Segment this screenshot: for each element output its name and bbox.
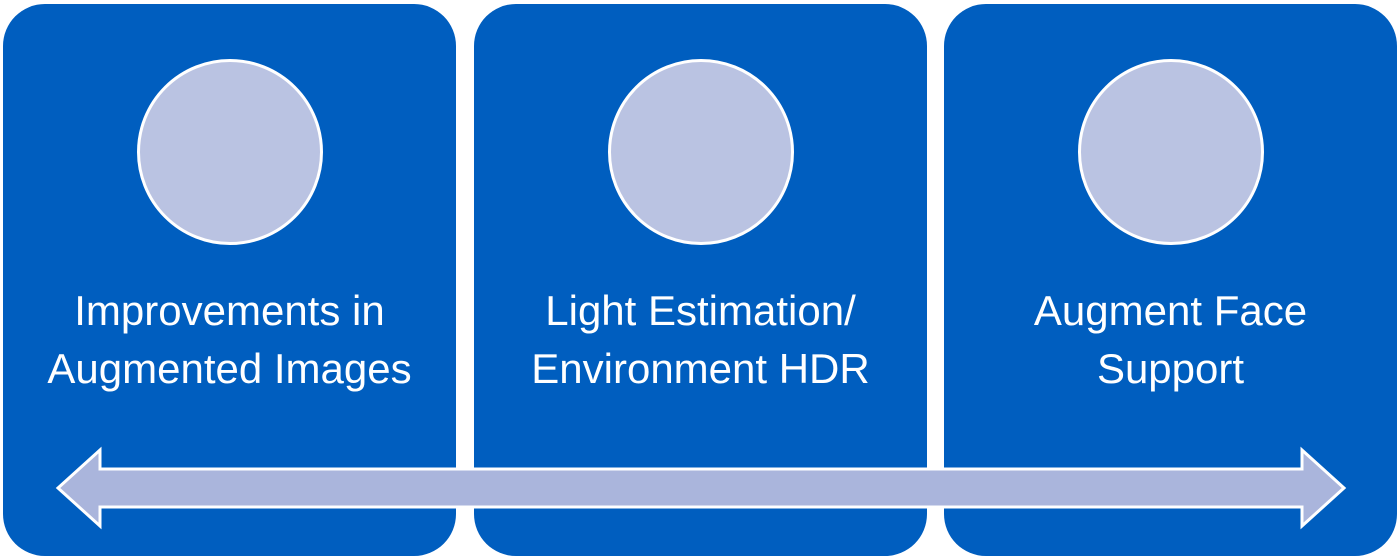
panel-label-line-1: Improvements in	[74, 287, 385, 334]
panel-label: Augment Face Support	[954, 282, 1387, 398]
panel-circle	[136, 59, 323, 245]
panel-label: Improvements in Augmented Images	[13, 282, 446, 398]
panel-label-line-1: Light Estimation/	[545, 287, 856, 334]
double-arrow-icon	[55, 446, 1347, 530]
panel-label: Light Estimation/ Environment HDR	[484, 282, 917, 398]
panel-label-line-2: Augmented Images	[47, 345, 412, 392]
panel-label-line-1: Augment Face	[1033, 287, 1308, 334]
panel-label-line-2: Environment HDR	[531, 345, 870, 392]
panel-label-line-2: Support	[1096, 345, 1245, 392]
panel-augment-face-support: Augment Face Support	[944, 4, 1397, 556]
panel-circle	[1077, 59, 1264, 245]
panel-circle	[607, 59, 794, 245]
panel-improvements-augmented-images: Improvements in Augmented Images	[3, 4, 456, 556]
panel-light-estimation: Light Estimation/ Environment HDR	[474, 4, 927, 556]
